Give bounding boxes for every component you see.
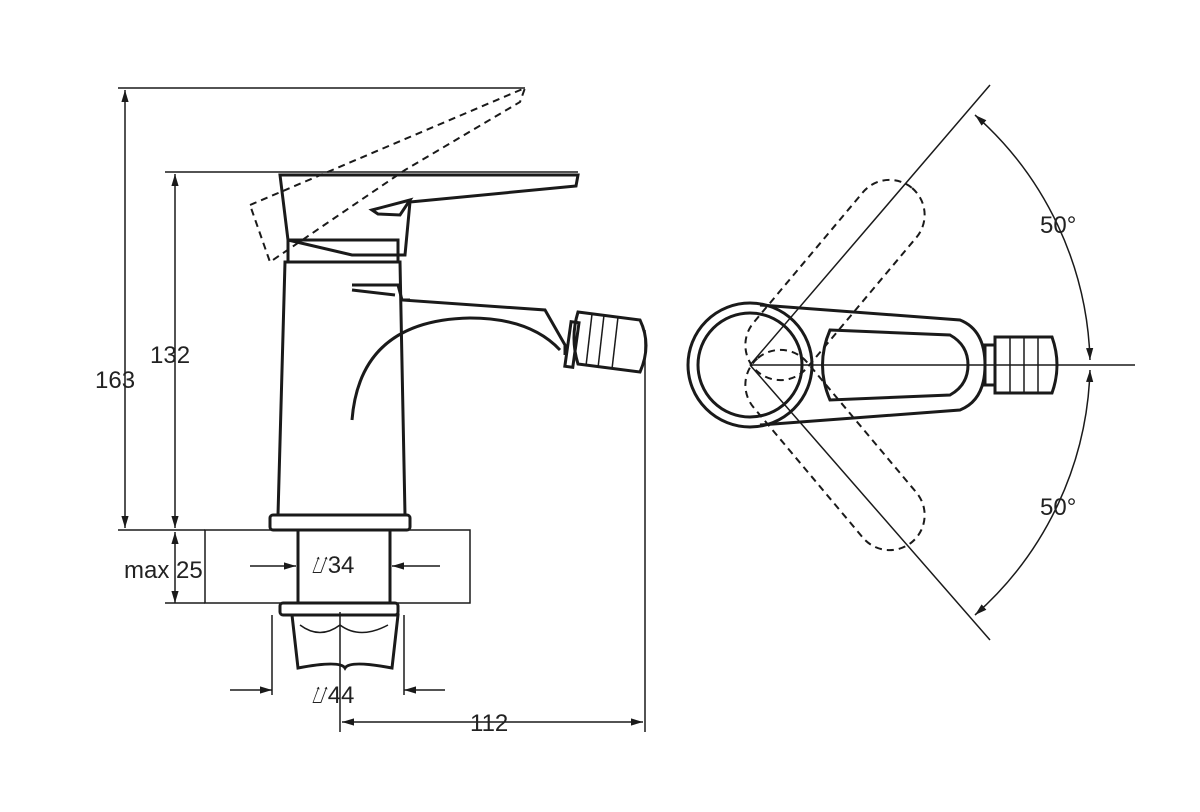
fixing-nut [290,613,400,671]
top-view: 50° 50° [686,84,1135,641]
label-132: 132 [150,342,190,369]
label-diameter-44: ⌰44 [312,682,354,709]
faucet-body [276,260,407,516]
aerator [572,310,648,374]
spout [352,283,567,355]
handle-cap [686,301,814,429]
angle-arc-lower [974,369,1094,616]
side-view: 163 132 max 25 ⌰34 ⌰44 112 [95,86,648,737]
handle-left-position [744,178,926,382]
aerator-top [993,335,1059,395]
label-163: 163 [95,367,135,394]
label-angle-upper: 50° [1040,212,1076,239]
handle-right-position [744,348,926,552]
faucet-base [268,513,412,532]
label-angle-lower: 50° [1040,494,1076,521]
label-max-25: max 25 [124,557,203,584]
lever-handle [278,173,580,257]
angle-arc-upper [974,114,1094,361]
label-diameter-34: ⌰34 [312,552,354,579]
label-112: 112 [470,710,508,737]
